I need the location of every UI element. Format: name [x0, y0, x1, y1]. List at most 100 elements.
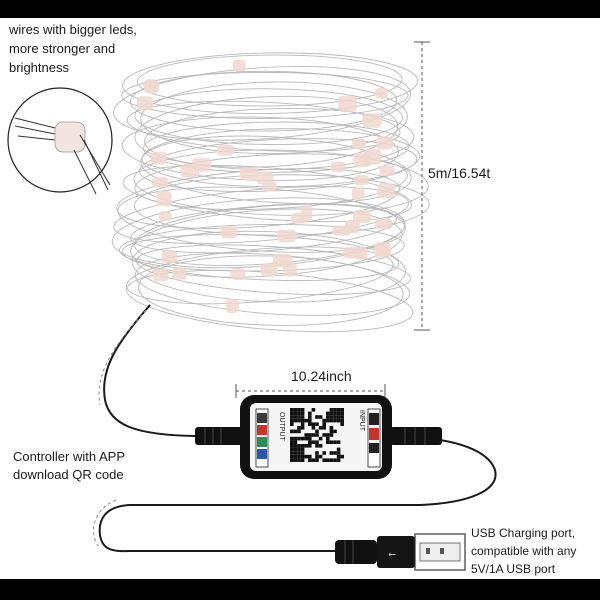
qr-module	[333, 451, 337, 455]
controller-strain-relief-left	[195, 427, 243, 445]
qr-module	[297, 411, 301, 416]
qr-module	[308, 444, 312, 448]
qr-module	[329, 418, 334, 423]
qr-module	[340, 408, 344, 412]
usb-caption-line: 5V/1A USB port	[471, 562, 556, 576]
qr-module	[318, 426, 323, 430]
qr-module	[308, 454, 312, 459]
qr-module	[333, 429, 337, 434]
qr-module	[326, 433, 330, 437]
qr-module	[290, 451, 294, 455]
qr-module	[297, 454, 301, 459]
length-dimension-label: 5m/16.54t	[428, 165, 491, 181]
qr-module	[300, 422, 305, 426]
connector-closeup	[7, 87, 113, 195]
qr-module	[297, 415, 301, 419]
usb-symbol-icon: ⭠	[388, 549, 396, 560]
feature-caption: wires with bigger leds, more stronger an…	[9, 20, 159, 77]
led-bead	[343, 246, 363, 259]
led-bead	[158, 211, 172, 222]
qr-module	[318, 444, 323, 448]
controller-width-dimension-line	[235, 384, 386, 398]
qr-module	[336, 451, 341, 455]
controller-width-label: 10.24inch	[291, 368, 352, 384]
qr-module	[333, 408, 337, 412]
qr-module	[333, 418, 337, 423]
qr-module	[315, 458, 319, 462]
qr-module	[336, 415, 341, 419]
qr-module	[318, 436, 323, 441]
wire-loop	[134, 88, 403, 145]
qr-module	[290, 458, 294, 462]
qr-module	[318, 454, 323, 459]
qr-module	[293, 454, 298, 459]
qr-module	[308, 458, 312, 462]
wire-loop	[122, 52, 419, 115]
qr-module	[304, 454, 308, 459]
qr-module	[315, 415, 319, 419]
qr-module	[329, 451, 334, 455]
qr-module	[311, 440, 316, 444]
led-bead	[283, 262, 297, 277]
wire-loop	[113, 186, 410, 244]
qr-module	[290, 411, 294, 416]
qr-module	[336, 408, 341, 412]
led-bead	[260, 263, 278, 277]
qr-module	[329, 408, 334, 412]
qr-module	[300, 408, 305, 412]
qr-code	[290, 408, 344, 462]
usb-caption: USB Charging port, compatible with any 5…	[471, 524, 576, 578]
fairy-light-coil	[111, 52, 430, 333]
qr-module	[329, 426, 334, 430]
led-bead	[136, 96, 154, 111]
qr-module	[311, 422, 316, 426]
qr-module	[315, 454, 319, 459]
qr-module	[326, 411, 330, 416]
wire-loop	[136, 244, 411, 295]
led-bead	[230, 268, 246, 281]
qr-module	[300, 447, 305, 452]
led-bead	[172, 267, 187, 280]
qr-module	[290, 444, 294, 448]
led-bead	[374, 218, 393, 230]
led-bead	[374, 87, 388, 99]
qr-module	[293, 440, 298, 444]
qr-module	[322, 422, 326, 426]
qr-module	[333, 458, 337, 462]
feature-caption-line: brightness	[9, 60, 69, 75]
top-border-bar	[0, 0, 600, 18]
controller-strain-relief-right	[390, 427, 442, 445]
qr-module	[315, 433, 319, 437]
usb-caption-line: USB Charging port,	[471, 526, 576, 540]
usb-plug: ⭠	[335, 533, 466, 571]
qr-module	[333, 440, 337, 444]
qr-module	[336, 447, 341, 452]
qr-module	[315, 440, 319, 444]
wire-loop	[134, 95, 399, 168]
cable-dashed-guide	[92, 309, 147, 549]
qr-module	[300, 451, 305, 455]
qr-module	[329, 433, 334, 437]
qr-module	[340, 422, 344, 426]
led-bead	[225, 298, 239, 313]
led-bead	[276, 229, 297, 243]
qr-module	[293, 415, 298, 419]
qr-module	[297, 426, 301, 430]
qr-module	[329, 415, 334, 419]
qr-module	[326, 436, 330, 441]
qr-module	[297, 451, 301, 455]
qr-module	[300, 415, 305, 419]
qr-module	[297, 429, 301, 434]
led-bead	[151, 177, 169, 188]
controller-input-label: INPUT	[358, 410, 365, 432]
wire-loop	[133, 203, 406, 266]
qr-module	[329, 440, 334, 444]
qr-module	[340, 415, 344, 419]
qr-module	[311, 458, 316, 462]
led-bead	[145, 80, 159, 94]
qr-module	[326, 415, 330, 419]
qr-module	[290, 447, 294, 452]
wire-loop	[140, 135, 412, 205]
controller-caption-line: Controller with APP	[13, 449, 125, 464]
qr-module	[333, 415, 337, 419]
